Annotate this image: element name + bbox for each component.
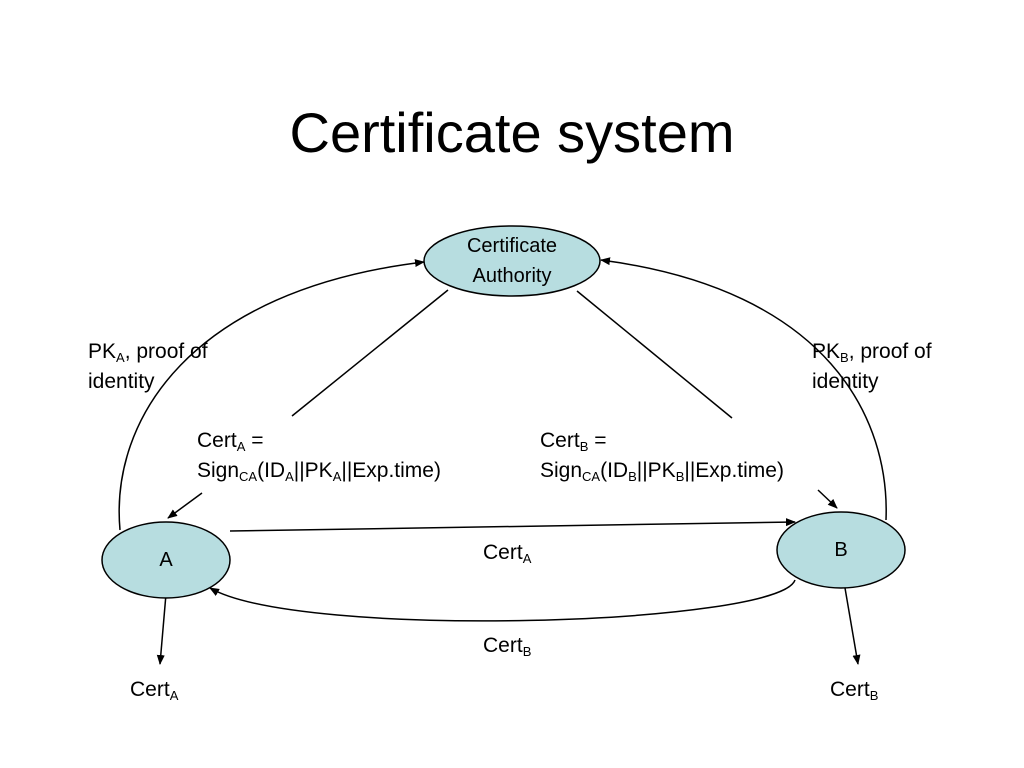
page-title: Certificate system xyxy=(289,101,735,164)
cert-a-def-eq: = xyxy=(245,429,264,452)
node-ca-label-line2: Authority xyxy=(472,265,552,287)
cert-b-def-p2: ||PK xyxy=(636,459,676,482)
arrow-a-output xyxy=(156,593,167,665)
arrow-b-output xyxy=(844,587,861,665)
cert-a-def-p3: ||Exp.time) xyxy=(341,459,441,482)
arrow-ca-to-a-lower xyxy=(167,492,203,519)
label-cert-b-definition: CertB = SignCA(IDB||PKB||Exp.time) xyxy=(540,426,784,486)
cert-b-transfer-text: Cert xyxy=(483,634,523,657)
cert-b-def-cert-sub: B xyxy=(579,439,589,454)
arrow-ca-to-b-lower xyxy=(817,489,838,509)
cert-b-output-text: Cert xyxy=(830,678,870,701)
label-cert-a-definition: CertA = SignCA(IDA||PKA||Exp.time) xyxy=(197,426,441,486)
label-cert-a-transfer: CertA xyxy=(483,538,531,568)
node-a xyxy=(101,521,231,599)
cert-b-def-eq: = xyxy=(588,429,607,452)
label-pk-b: PKB, proof of identity xyxy=(812,337,932,397)
line-ca-to-b-upper xyxy=(576,290,733,419)
pk-a-subscript: A xyxy=(116,350,125,365)
node-ca-label: Certificate Authority xyxy=(424,231,600,291)
pk-b-subscript: B xyxy=(840,350,849,365)
arrow-a-to-ca xyxy=(118,259,425,531)
cert-b-def-pk-sub: B xyxy=(675,469,685,484)
cert-a-def-p2: ||PK xyxy=(293,459,333,482)
cert-a-def-cert: Cert xyxy=(197,429,237,452)
cert-b-def-p1: (ID xyxy=(600,459,629,482)
cert-a-transfer-text: Cert xyxy=(483,541,523,564)
node-b-label: B xyxy=(834,539,848,561)
node-b xyxy=(776,511,906,589)
cert-a-def-pk-sub: A xyxy=(332,469,342,484)
arrow-b-to-ca xyxy=(600,257,887,521)
pk-a-line2: identity xyxy=(88,370,155,393)
label-cert-b-output: CertB xyxy=(830,675,878,705)
cert-a-def-sign: Sign xyxy=(197,459,240,482)
node-a-label: A xyxy=(159,549,173,571)
cert-b-def-p3: ||Exp.time) xyxy=(684,459,784,482)
pk-b-line2: identity xyxy=(812,370,879,393)
cert-b-def-sign: Sign xyxy=(540,459,583,482)
pk-a-rest: , proof of xyxy=(124,340,208,363)
cert-a-def-cert-sub: A xyxy=(236,439,246,454)
cert-a-transfer-sub: A xyxy=(522,551,532,566)
cert-a-output-sub: A xyxy=(169,688,179,703)
arrow-a-to-b xyxy=(229,518,796,532)
cert-b-def-sign-sub: CA xyxy=(582,469,601,484)
cert-b-output-sub: B xyxy=(869,688,879,703)
cert-b-transfer-sub: B xyxy=(522,644,532,659)
label-pk-a: PKA, proof of identity xyxy=(88,337,208,397)
node-ca-label-line1: Certificate xyxy=(466,235,558,257)
line-ca-to-a-upper xyxy=(291,289,449,417)
cert-a-def-p1: (ID xyxy=(257,459,286,482)
cert-a-def-sign-sub: CA xyxy=(239,469,258,484)
pk-b-rest: , proof of xyxy=(848,340,932,363)
label-cert-a-output: CertA xyxy=(130,675,178,705)
cert-a-output-text: Cert xyxy=(130,678,170,701)
node-certificate-authority xyxy=(423,225,601,297)
pk-a-text: PK xyxy=(88,340,117,363)
cert-a-def-id-sub: A xyxy=(285,469,294,484)
pk-b-text: PK xyxy=(812,340,841,363)
arrow-b-to-a xyxy=(209,579,796,622)
cert-b-def-id-sub: B xyxy=(628,469,637,484)
label-cert-b-transfer: CertB xyxy=(483,631,531,661)
cert-b-def-cert: Cert xyxy=(540,429,580,452)
